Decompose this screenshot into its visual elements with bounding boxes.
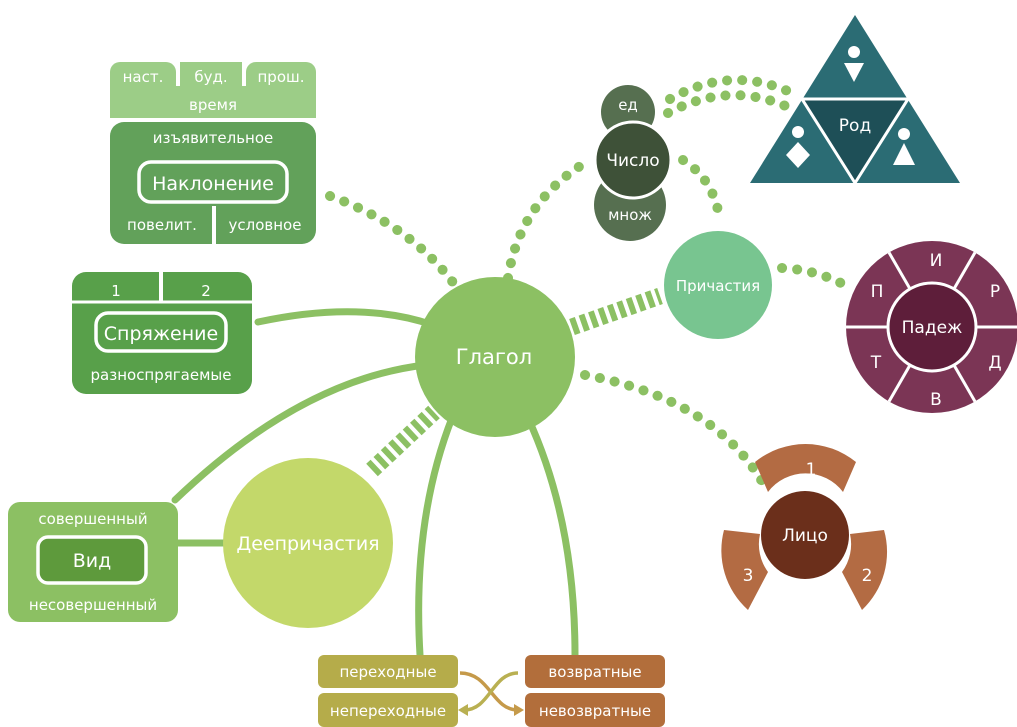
person-node: Лицо 1 2 3	[721, 444, 888, 610]
case-node: Падеж И Р Д В Т П	[846, 241, 1017, 413]
gender-node: Род	[750, 15, 960, 186]
connector-number	[503, 155, 595, 283]
conjugation-label-frame	[94, 311, 228, 353]
intransitive-label: непереходные	[330, 702, 446, 720]
connector-case	[777, 263, 855, 293]
conjugation-second: 2	[201, 282, 211, 300]
aspect-perfective: совершенный	[38, 510, 147, 528]
transitive-box	[318, 655, 458, 688]
case-genitive: Р	[990, 282, 1000, 302]
non-reflexive-box	[525, 693, 665, 727]
participle-node: Причастия	[664, 231, 772, 339]
intransitive-box	[318, 693, 458, 727]
conjugation-mixed: разноспрягаемые	[91, 366, 232, 384]
non-reflexive-label: невозвратные	[539, 702, 651, 720]
center-node: Глагол	[415, 277, 575, 437]
number-node: ед Число множ	[593, 85, 673, 241]
aspect-imperfective: несовершенный	[29, 596, 157, 614]
reflexive-label: возвратные	[548, 663, 641, 681]
conjugation-node: 1 2 Спряжение разноспрягаемые	[72, 272, 252, 394]
mood-indicative: изъявительное	[153, 129, 274, 147]
number-core	[593, 120, 673, 200]
transitive-label: переходные	[339, 663, 436, 681]
center-circle	[415, 277, 575, 437]
aspect-node: совершенный Вид несовершенный	[8, 502, 178, 622]
connector-conjugation	[254, 308, 437, 329]
tense-strip	[110, 86, 316, 118]
connector-person	[580, 370, 773, 497]
aspect-label: Вид	[73, 550, 112, 572]
connector-aspect	[171, 361, 429, 504]
person-petal-third	[721, 530, 768, 610]
participle-circle	[664, 231, 772, 339]
person-first: 1	[806, 460, 817, 480]
connector-number-gender-2	[663, 90, 795, 118]
connector-gerund	[366, 405, 440, 477]
person-third: 3	[743, 566, 754, 586]
gerund-label: Деепричастия	[236, 533, 379, 555]
number-plural: множ	[608, 206, 652, 224]
tense-item-past: прош.	[258, 68, 305, 86]
neuter-icon	[786, 126, 810, 168]
case-instrumental: Т	[870, 353, 882, 373]
connector-number-participle	[678, 155, 725, 227]
person-second: 2	[862, 566, 873, 586]
gerund-circle	[223, 458, 393, 628]
number-label: Число	[606, 151, 659, 171]
case-dative: Д	[988, 353, 1001, 373]
gerund-node: Деепричастия	[223, 458, 393, 628]
connector-mood	[325, 191, 460, 290]
transitivity-node: переходные непереходные	[318, 655, 458, 727]
person-petal-first	[755, 444, 856, 492]
person-petal-second	[842, 530, 888, 610]
reflexive-box	[525, 655, 665, 688]
number-singular: ед	[618, 96, 638, 114]
connectors	[171, 75, 855, 659]
connector-transitivity	[415, 414, 456, 659]
aspect-label-frame	[36, 535, 148, 585]
participle-label: Причастия	[676, 277, 760, 295]
mood-imperative: повелит.	[127, 216, 197, 234]
mood-label-frame	[137, 160, 289, 204]
tense-label: время	[189, 96, 237, 114]
mood-node: наст. буд. прош. время изъявительное Нак…	[110, 62, 316, 244]
swap-arrows-icon	[458, 671, 524, 716]
case-core	[886, 281, 978, 373]
reflexivity-node: возвратные невозвратные	[525, 655, 665, 727]
female-icon	[893, 128, 915, 165]
person-core	[761, 491, 849, 579]
mood-conditional: условное	[229, 216, 302, 234]
case-accusative: В	[930, 390, 942, 410]
center-label: Глагол	[456, 345, 532, 369]
case-nominative: И	[930, 251, 943, 271]
male-icon	[844, 46, 864, 82]
connector-reflexivity	[524, 414, 579, 659]
tense-item-future: буд.	[194, 68, 227, 86]
tense-item-present: наст.	[123, 68, 164, 86]
case-prepositional: П	[871, 282, 884, 302]
conjugation-first: 1	[111, 282, 121, 300]
gender-label: Род	[839, 116, 871, 136]
gender-center-triangle	[799, 97, 911, 186]
connector-number-gender-1	[665, 75, 795, 104]
conjugation-label: Спряжение	[104, 323, 218, 345]
person-label: Лицо	[782, 526, 828, 546]
connector-participle	[569, 287, 663, 336]
mood-label: Наклонение	[152, 173, 274, 195]
case-label: Падеж	[902, 318, 963, 338]
